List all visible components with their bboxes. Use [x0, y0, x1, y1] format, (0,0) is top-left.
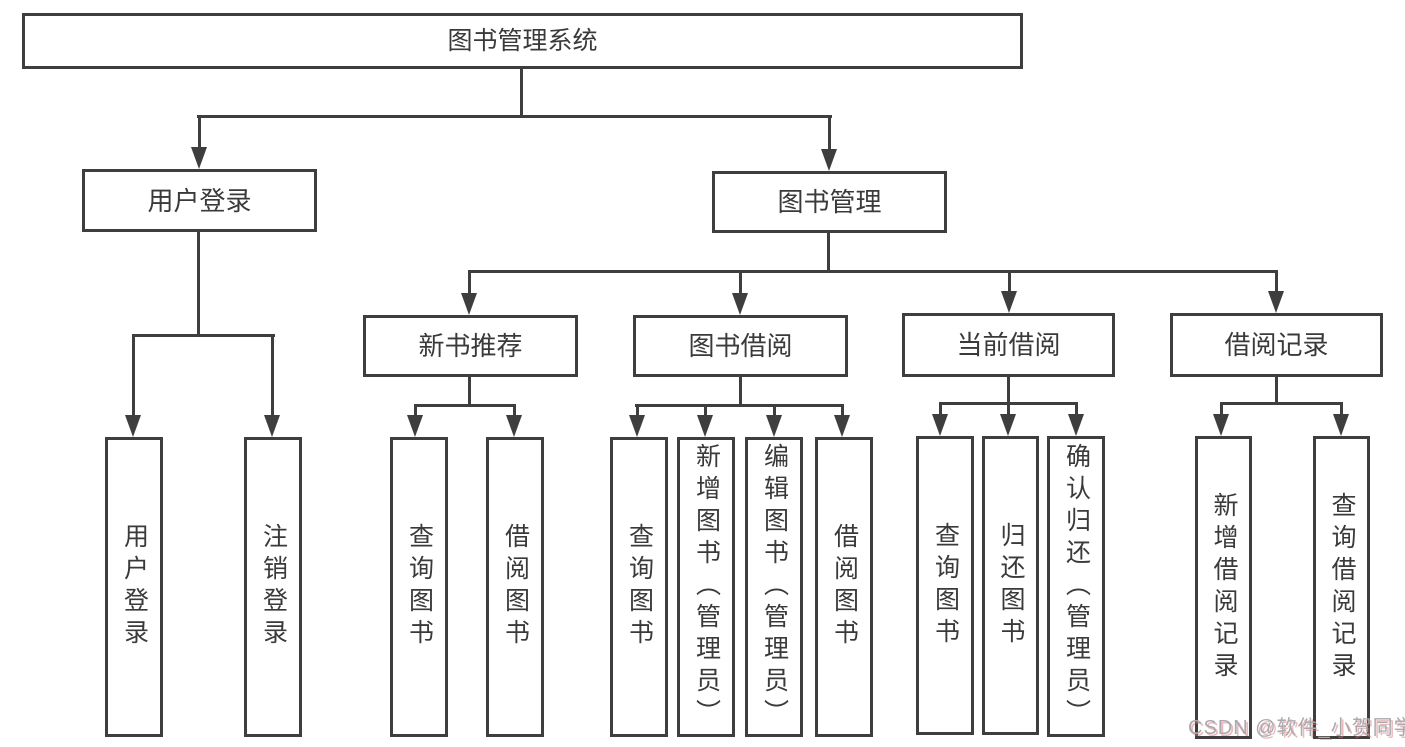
connector-line	[1220, 402, 1343, 405]
arrowhead-down-icon	[932, 414, 948, 436]
arrowhead-down-icon	[1000, 414, 1016, 436]
connector-line	[414, 404, 417, 417]
leaf-current-query-books: 查询图书	[916, 436, 974, 735]
arrowhead-down-icon	[1001, 291, 1017, 313]
leaf-borrow-query-books: 查询图书	[610, 437, 668, 737]
leaf-recommend-query-books: 查询图书	[390, 437, 448, 737]
connector-line	[704, 404, 707, 417]
node-new-book-recommend-label: 新书推荐	[418, 331, 523, 361]
node-book-borrow-label: 图书借阅	[688, 331, 793, 361]
arrowhead-down-icon	[732, 293, 748, 315]
connector-line	[132, 334, 275, 337]
arrowhead-down-icon	[1333, 414, 1349, 436]
leaf-query-borrow-record: 查询借阅记录	[1313, 436, 1370, 739]
leaf-edit-books-admin: 编辑图书（管理员）	[745, 437, 803, 737]
node-root: 图书管理系统	[22, 13, 1023, 69]
connector-line	[841, 404, 844, 417]
connector-line	[197, 115, 832, 118]
node-new-book-recommend: 新书推荐	[363, 315, 578, 377]
leaf-recommend-borrow-books: 借阅图书	[486, 437, 544, 737]
leaf-add-books-admin-label: 新增图书（管理员）	[692, 443, 721, 731]
connector-line	[739, 377, 742, 407]
connector-line	[1007, 402, 1010, 415]
connector-line	[468, 270, 471, 294]
arrowhead-down-icon	[264, 415, 280, 437]
leaf-borrow-books-label: 借阅图书	[830, 523, 859, 651]
arrowhead-down-icon	[1268, 291, 1284, 313]
leaf-logout: 注销登录	[244, 437, 302, 737]
node-book-management-label: 图书管理	[777, 187, 882, 217]
connector-line	[520, 69, 523, 116]
arrowhead-down-icon	[506, 415, 522, 437]
arrowhead-down-icon	[629, 415, 645, 437]
connector-line	[827, 233, 830, 272]
connector-line	[635, 404, 844, 407]
leaf-confirm-return-admin-label: 确认归还（管理员）	[1062, 442, 1091, 731]
leaf-edit-books-admin-label: 编辑图书（管理员）	[760, 443, 789, 731]
node-user-login-label: 用户登录	[147, 185, 252, 216]
leaf-add-books-admin: 新增图书（管理员）	[677, 437, 735, 737]
arrowhead-down-icon	[125, 415, 141, 437]
connector-line	[1275, 270, 1278, 292]
arrowhead-down-icon	[834, 415, 850, 437]
leaf-borrow-query-books-label: 查询图书	[625, 523, 654, 651]
connector-line	[132, 334, 135, 416]
leaf-return-books: 归还图书	[982, 436, 1039, 735]
leaf-add-borrow-record-label: 新增借阅记录	[1210, 491, 1238, 684]
node-current-borrow: 当前借阅	[902, 313, 1115, 377]
leaf-borrow-books: 借阅图书	[815, 437, 873, 737]
node-user-login: 用户登录	[82, 169, 317, 232]
connector-line	[271, 334, 274, 416]
node-current-borrow-label: 当前借阅	[956, 330, 1061, 360]
connector-line	[1275, 377, 1278, 405]
node-book-management: 图书管理	[712, 171, 947, 233]
connector-line	[636, 404, 639, 417]
connector-line	[773, 404, 776, 417]
node-book-borrow: 图书借阅	[633, 315, 848, 377]
connector-line	[1220, 402, 1223, 415]
arrowhead-down-icon	[697, 415, 713, 437]
arrowhead-down-icon	[1068, 414, 1084, 436]
connector-line	[1007, 377, 1010, 405]
arrowhead-down-icon	[191, 147, 207, 169]
arrowhead-down-icon	[821, 149, 837, 171]
node-borrow-records: 借阅记录	[1170, 313, 1383, 377]
connector-line	[739, 270, 742, 294]
leaf-current-query-books-label: 查询图书	[931, 521, 960, 650]
leaf-user-login-label: 用户登录	[120, 523, 149, 651]
connector-line	[197, 232, 200, 336]
leaf-recommend-query-books-label: 查询图书	[405, 523, 434, 651]
connector-line	[939, 402, 942, 415]
arrowhead-down-icon	[1213, 414, 1229, 436]
connector-line	[513, 404, 516, 417]
connector-line	[828, 115, 831, 149]
node-root-label: 图书管理系统	[447, 26, 598, 55]
connector-line	[1075, 402, 1078, 415]
arrowhead-down-icon	[461, 293, 477, 315]
connector-line	[468, 377, 471, 407]
leaf-return-books-label: 归还图书	[997, 521, 1025, 650]
leaf-user-login: 用户登录	[105, 437, 163, 737]
csdn-watermark: CSDN @软件_小贺同学	[1188, 717, 1405, 739]
leaf-recommend-borrow-books-label: 借阅图书	[501, 523, 530, 651]
connector-line	[1340, 402, 1343, 415]
leaf-logout-label: 注销登录	[259, 523, 288, 651]
leaf-add-borrow-record: 新增借阅记录	[1195, 436, 1252, 739]
connector-line	[468, 270, 1278, 273]
node-borrow-records-label: 借阅记录	[1224, 330, 1329, 360]
arrowhead-down-icon	[407, 415, 423, 437]
leaf-confirm-return-admin: 确认归还（管理员）	[1047, 436, 1105, 737]
connector-line	[198, 115, 201, 147]
connector-line	[414, 404, 516, 407]
connector-line	[1008, 270, 1011, 292]
leaf-query-borrow-record-label: 查询借阅记录	[1328, 491, 1356, 684]
arrowhead-down-icon	[766, 415, 782, 437]
